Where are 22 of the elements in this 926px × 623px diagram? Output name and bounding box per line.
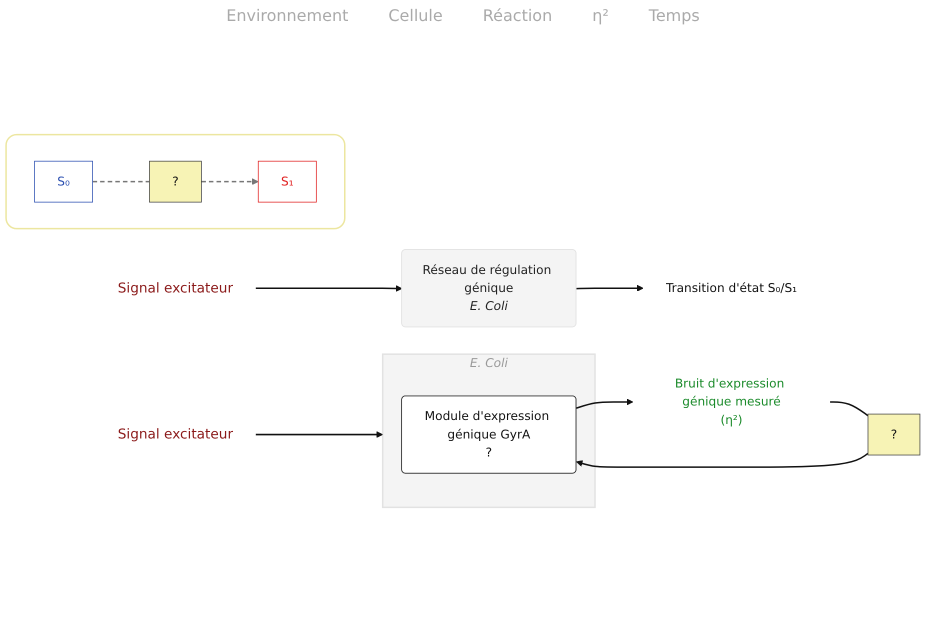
node-text: Bruit d'expression génique mesuré (η²)	[674, 376, 784, 427]
arrow	[256, 431, 383, 438]
node-box: S₁	[258, 160, 317, 203]
arrow	[576, 452, 868, 468]
node-text: Signal excitateur	[118, 280, 234, 296]
arrow	[201, 178, 259, 185]
column-heading: Réaction	[482, 6, 552, 25]
column-heading: Environnement	[226, 6, 348, 25]
column-heading: Temps	[648, 6, 700, 25]
column-heading: Cellule	[388, 6, 443, 25]
node-text: Transition d'état S₀/S₁	[666, 280, 798, 296]
arrow	[576, 398, 634, 409]
node-box: ?	[868, 414, 920, 456]
node-box: S₀	[34, 160, 93, 203]
arrow	[576, 284, 644, 292]
node-box: ?	[149, 160, 202, 203]
cluster	[5, 134, 346, 230]
column-heading: η²	[592, 6, 609, 25]
node-text: Signal excitateur	[118, 426, 234, 443]
arrow	[256, 285, 402, 292]
connector	[92, 180, 150, 182]
connector	[830, 401, 868, 416]
